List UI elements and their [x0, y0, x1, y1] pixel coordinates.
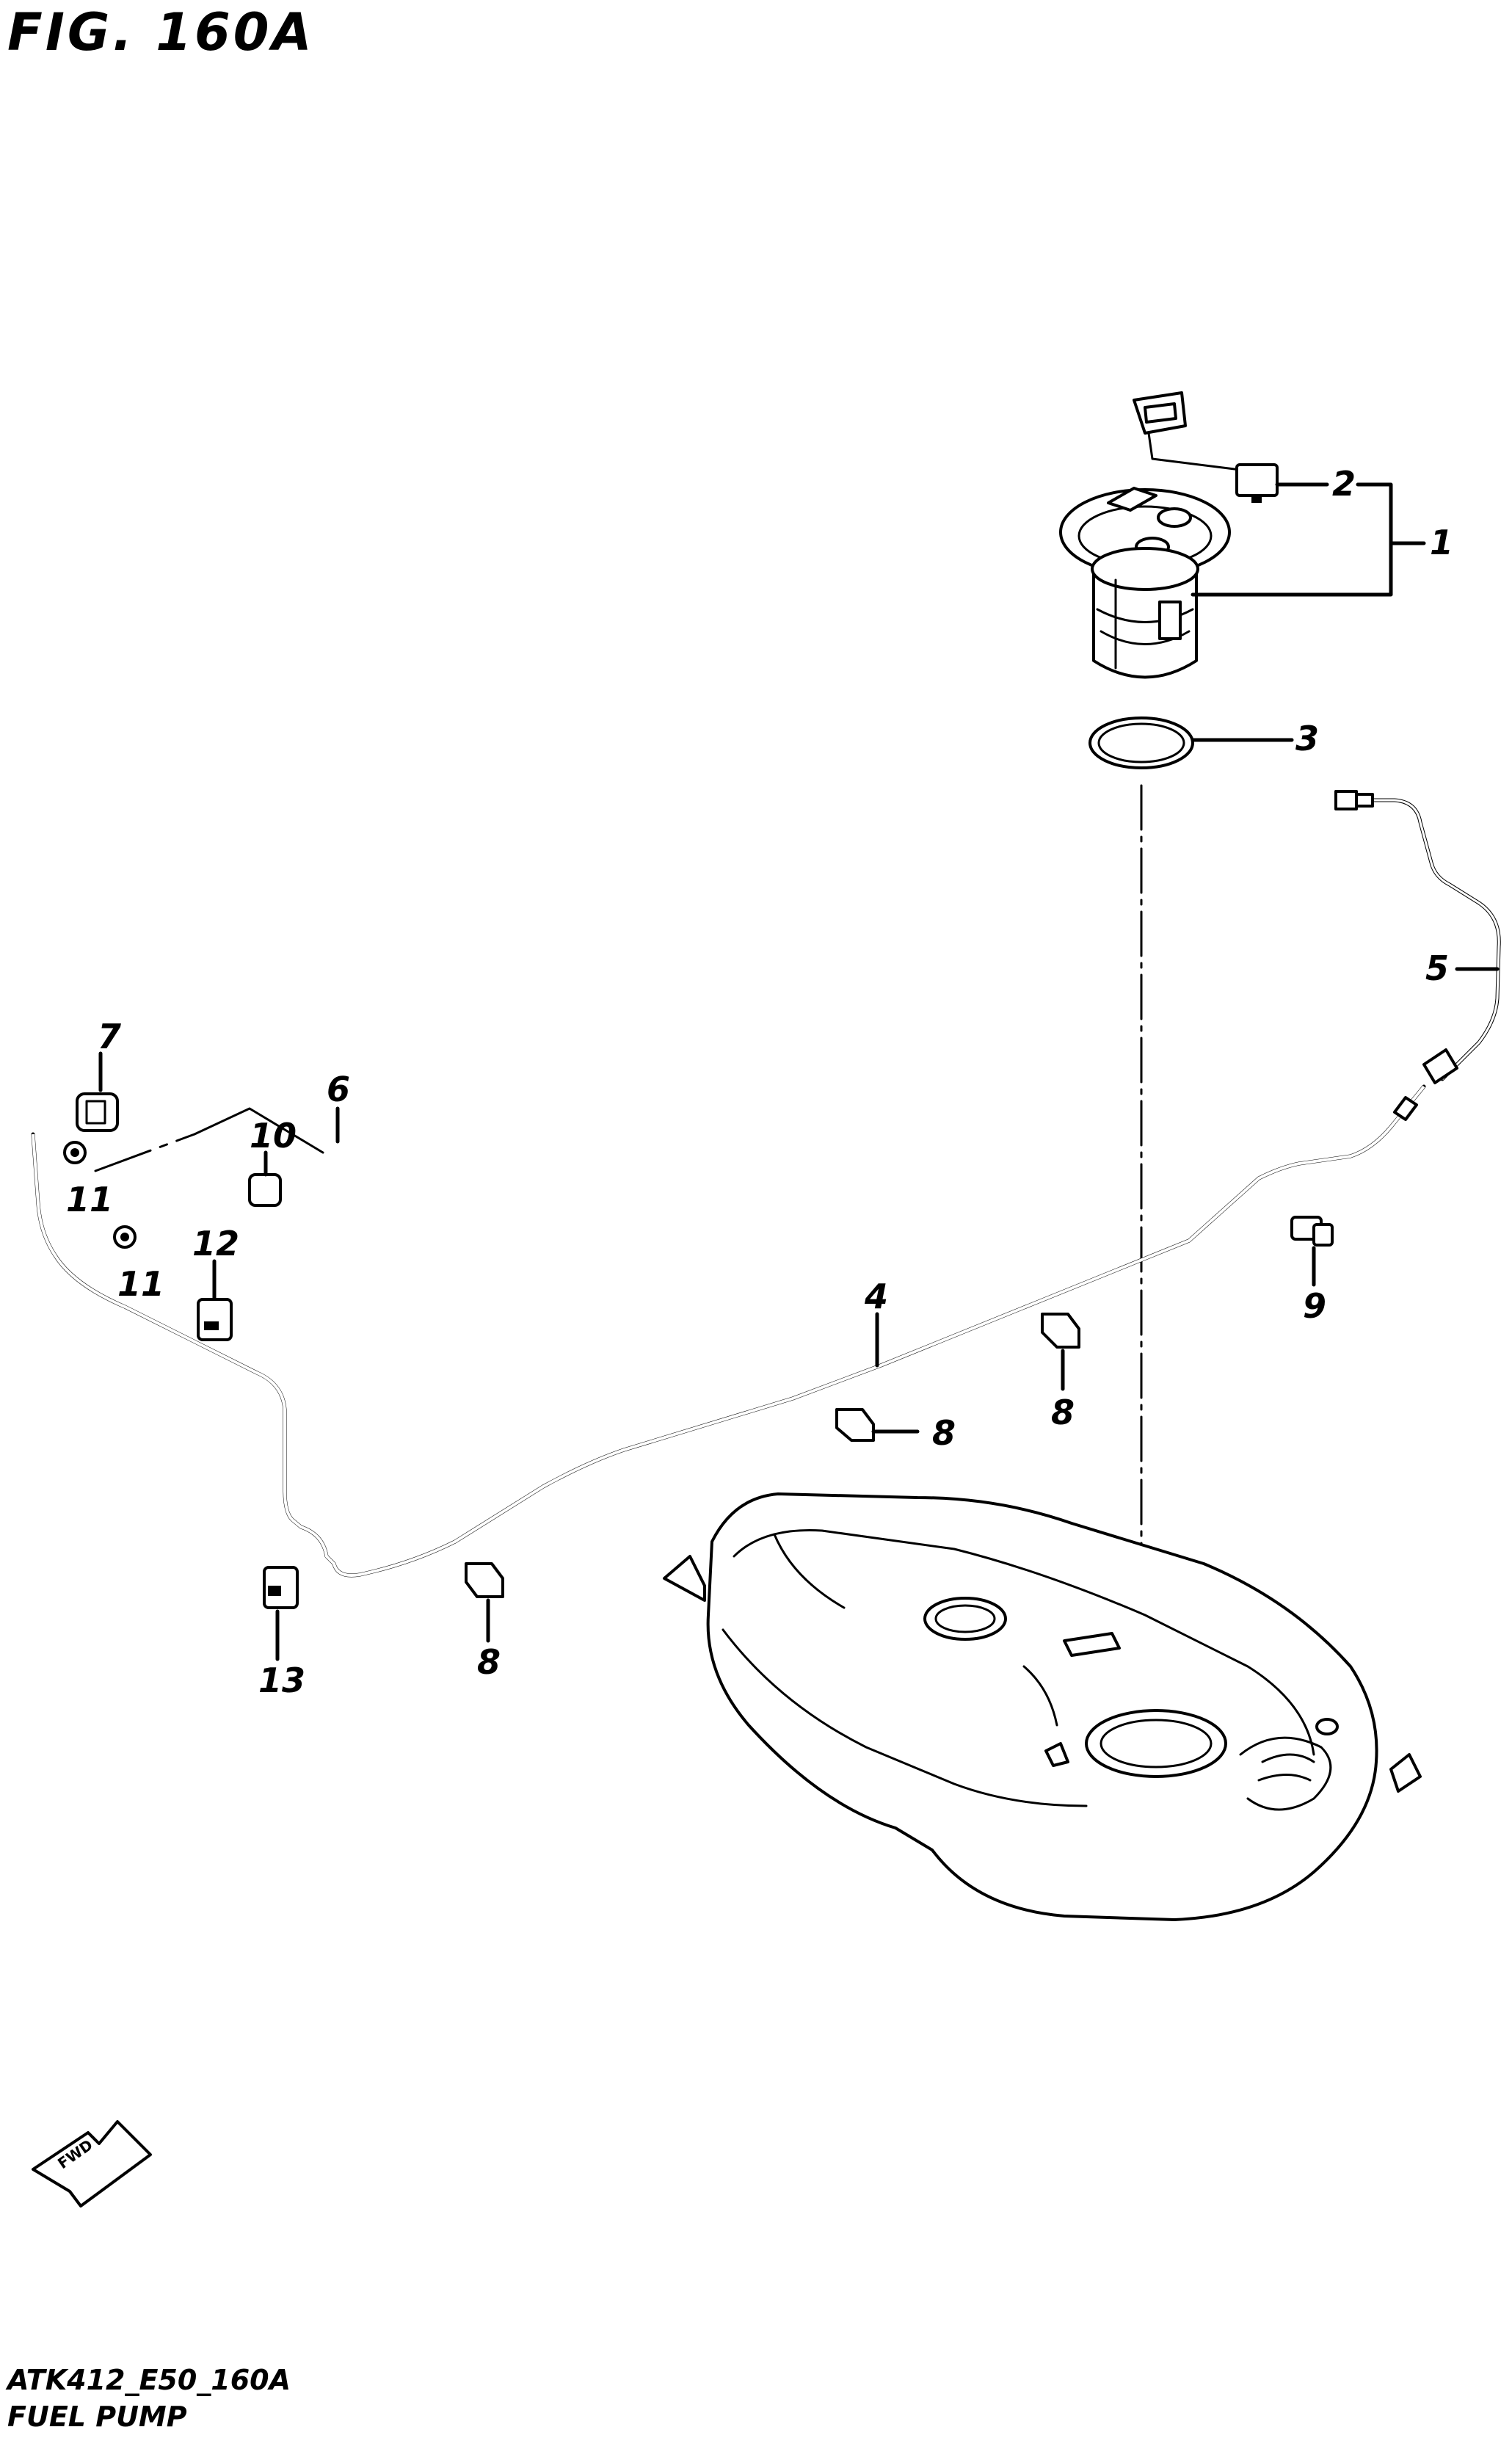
leader-line-6b: [193, 1107, 324, 1154]
pipe-clip-12[interactable]: [197, 1298, 233, 1341]
assembly-dashline-hose: [94, 1133, 196, 1172]
hose[interactable]: [134, 1147, 351, 1261]
figure-name: FUEL PUMP: [7, 2401, 187, 2433]
callout-11-upper[interactable]: 11: [66, 1180, 113, 1219]
callout-8-b[interactable]: 8: [932, 1413, 956, 1453]
callout-13[interactable]: 13: [258, 1661, 305, 1700]
callout-5[interactable]: 5: [1425, 948, 1449, 988]
callout-3[interactable]: 3: [1295, 719, 1319, 758]
wire-connector[interactable]: [1235, 463, 1279, 503]
callout-12[interactable]: 12: [192, 1224, 239, 1263]
callout-1[interactable]: 1: [1430, 523, 1453, 562]
grommet-lower[interactable]: [113, 1225, 137, 1249]
clamp[interactable]: [76, 1092, 119, 1132]
figure-code: ATK412_E50_160A: [5, 2364, 291, 2396]
callout-6[interactable]: 6: [327, 1070, 350, 1109]
pipe-clip-13[interactable]: [263, 1566, 299, 1609]
callout-9[interactable]: 9: [1303, 1286, 1326, 1326]
pipe-clip-8a[interactable]: [465, 1562, 504, 1598]
figure-title: FIG. 160A: [7, 2, 315, 62]
callout-8-c[interactable]: 8: [1051, 1393, 1075, 1432]
leader-line-1a: [1191, 482, 1393, 597]
fuel-line-right[interactable]: [1334, 790, 1501, 1084]
callout-4[interactable]: 4: [864, 1277, 888, 1316]
callout-11-lower[interactable]: 11: [117, 1264, 164, 1304]
fuel-line-main[interactable]: [31, 1084, 1426, 1578]
fuel-pump-assembly[interactable]: [1059, 391, 1242, 679]
grommet-upper[interactable]: [63, 1141, 87, 1164]
bolt[interactable]: [1290, 1216, 1334, 1247]
pipe-clip-8b[interactable]: [835, 1408, 875, 1442]
callout-10[interactable]: 10: [250, 1116, 297, 1155]
callout-8-a[interactable]: 8: [477, 1642, 501, 1682]
callout-2[interactable]: 2: [1332, 464, 1356, 504]
hose-clip[interactable]: [248, 1173, 282, 1207]
fuel-tank[interactable]: [663, 1492, 1422, 1921]
callout-7[interactable]: 7: [98, 1017, 121, 1056]
gasket-ring[interactable]: [1088, 716, 1194, 769]
pipe-clip-8c[interactable]: [1041, 1313, 1080, 1349]
fwd-arrow-icon: FWD: [32, 2120, 152, 2207]
